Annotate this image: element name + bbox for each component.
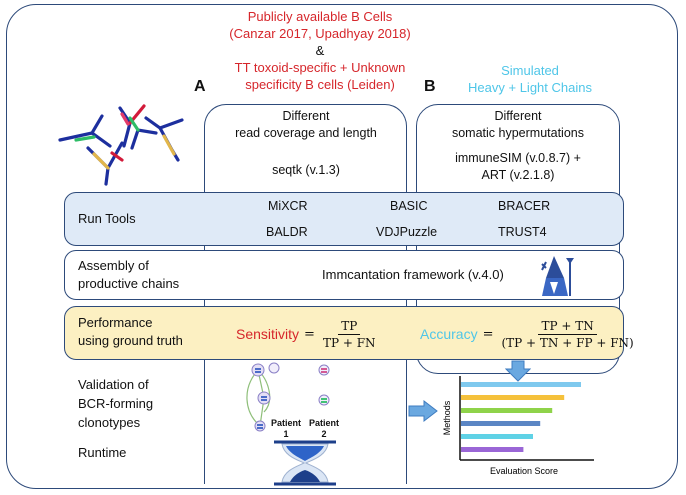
accuracy-formula: Accuracy = TP + TN (TP + TN + FP + FN) bbox=[420, 314, 637, 354]
accuracy-numerator: TP + TN bbox=[538, 319, 597, 335]
source-line-3: TT toxoid-specific + Unknown bbox=[234, 60, 406, 75]
assembly-label-1: Assembly of bbox=[78, 258, 149, 273]
label-b: B bbox=[424, 78, 436, 95]
patient-2-text: Patient bbox=[308, 418, 339, 428]
column-b-text: Different somatic hypermutations immuneS… bbox=[418, 108, 618, 184]
column-a-text: Different read coverage and length seqtk… bbox=[206, 108, 406, 179]
col-b-tool-1: immuneSIM (v.0.8.7) + bbox=[455, 151, 581, 165]
run-tools-label: Run Tools bbox=[78, 211, 136, 226]
tool-mixcr: MiXCR bbox=[268, 199, 308, 213]
chart-bar-3 bbox=[461, 408, 553, 413]
evaluation-chart: Methods Evaluation Score bbox=[442, 376, 594, 476]
sensitivity-equals: = bbox=[304, 326, 315, 342]
col-a-line-1: Different bbox=[282, 109, 330, 123]
accuracy-equals: = bbox=[482, 326, 494, 342]
sensitivity-formula: Sensitivity = TP TP + FN bbox=[236, 314, 379, 354]
validation-label: Validation of BCR-forming clonotypes bbox=[78, 375, 153, 432]
runtime-label: Runtime bbox=[78, 445, 127, 460]
immcantation-framework: Immcantation framework (v.4.0) bbox=[322, 267, 504, 282]
sensitivity-fraction: TP TP + FN bbox=[320, 319, 379, 350]
col-a-line-2: read coverage and length bbox=[235, 126, 377, 140]
simulated-source: Simulated Heavy + Light Chains bbox=[440, 62, 620, 96]
validation-line-2: BCR-forming bbox=[78, 396, 154, 411]
down-arrow-icon bbox=[505, 360, 531, 382]
accuracy-denominator: (TP + TN + FP + FN) bbox=[501, 335, 634, 350]
hourglass-icon bbox=[274, 440, 336, 486]
tool-vdjpuzzle: VDJPuzzle bbox=[376, 225, 438, 239]
label-a: A bbox=[194, 78, 206, 95]
patient-1-text: Patient bbox=[270, 418, 301, 428]
clonotype-network bbox=[246, 362, 330, 432]
performance-bar bbox=[64, 306, 624, 360]
sensitivity-numerator: TP bbox=[338, 319, 361, 335]
chart-bar-4 bbox=[461, 421, 541, 426]
run-tools-bar bbox=[64, 192, 624, 246]
col-b-line-2: somatic hypermutations bbox=[451, 126, 584, 140]
performance-label: Performance using ground truth bbox=[78, 314, 183, 350]
assembly-label: Assembly of productive chains bbox=[78, 257, 179, 293]
patient-2-number: 2 bbox=[321, 429, 327, 439]
right-arrow-icon bbox=[408, 400, 438, 422]
validation-line-3: clonotypes bbox=[78, 415, 141, 430]
chart-bar-6 bbox=[461, 447, 524, 452]
patient-1-number: 1 bbox=[283, 429, 289, 439]
outer-frame bbox=[6, 4, 678, 489]
sensitivity-denominator: TP + FN bbox=[322, 335, 376, 350]
performance-label-2: using ground truth bbox=[78, 333, 183, 348]
accuracy-fraction: TP + TN (TP + TN + FP + FN) bbox=[498, 319, 636, 350]
chart-bar-5 bbox=[461, 434, 533, 439]
chart-x-label: Evaluation Score bbox=[490, 466, 558, 476]
tool-trust4: TRUST4 bbox=[498, 225, 547, 239]
col-b-line-1: Different bbox=[494, 109, 542, 123]
col-b-tool-2: ART (v.2.1.8) bbox=[481, 168, 555, 182]
wizard-icon bbox=[541, 256, 574, 296]
sim-line-1: Simulated bbox=[501, 63, 559, 78]
col-a-tool: seqtk (v.1.3) bbox=[272, 163, 340, 177]
patient-2-label: Patient 2 bbox=[304, 418, 344, 440]
assembly-label-2: productive chains bbox=[78, 276, 180, 291]
source-line-1: Publicly available B Cells bbox=[247, 9, 393, 24]
accuracy-name: Accuracy bbox=[420, 326, 478, 342]
chart-y-label: Methods bbox=[442, 400, 452, 435]
patient-1-label: Patient 1 bbox=[266, 418, 306, 440]
performance-label-1: Performance bbox=[78, 315, 153, 330]
source-line-2: (Canzar 2017, Upadhyay 2018) bbox=[229, 26, 411, 41]
chart-bar-2 bbox=[461, 395, 565, 400]
tool-bracer: BRACER bbox=[498, 199, 551, 213]
sensitivity-name: Sensitivity bbox=[236, 326, 300, 342]
validation-line-1: Validation of bbox=[78, 377, 149, 392]
chart-bar-1 bbox=[461, 382, 581, 387]
tool-baldr: BALDR bbox=[266, 225, 308, 239]
antibody-icon bbox=[58, 104, 184, 186]
assembly-bar bbox=[64, 250, 624, 300]
ampersand: & bbox=[315, 43, 325, 58]
sim-line-2: Heavy + Light Chains bbox=[468, 80, 592, 95]
data-sources: Publicly available B Cells (Canzar 2017,… bbox=[200, 8, 440, 93]
source-line-4: specificity B cells (Leiden) bbox=[245, 77, 395, 92]
chart-bars bbox=[461, 382, 581, 452]
tool-basic: BASIC bbox=[390, 199, 428, 213]
